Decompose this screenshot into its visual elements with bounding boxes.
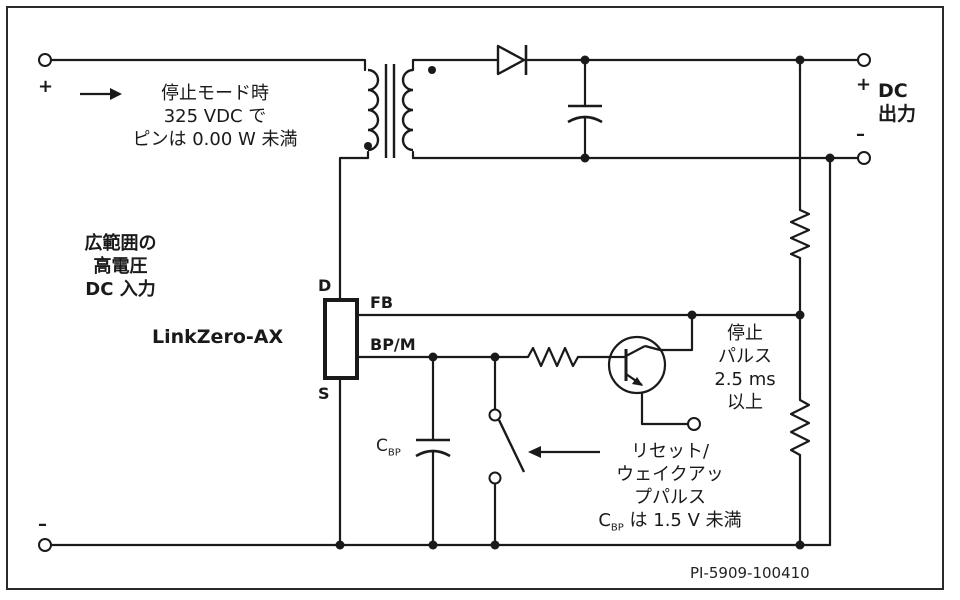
hv-input-line-2: 高電圧 [93,256,148,277]
junction-dot [580,153,590,163]
stop-pulse-label: 停止 パルス 2.5 ms 以上 [700,322,790,414]
pin-d-label: D [318,276,332,295]
reset-pulse-line-2: ウェイクアッ [616,464,724,485]
ic-body [323,298,359,380]
junction-dot [795,310,805,320]
dc-output-label: DC 出力 [878,80,938,126]
reset-pulse-line-1: リセット/ [630,441,710,462]
switch-contact-bottom [488,471,502,485]
junction-dot [795,55,805,65]
standby-label: 停止モード時 325 VDC で ピンは 0.00 W 未満 [120,82,310,151]
stop-pulse-line-4: 以上 [727,392,763,413]
dc-output-line-1: DC [878,80,908,102]
part-number: PI-5909-100410 [690,564,810,582]
terminal-output-plus [857,53,871,67]
dc-output-line-2: 出力 [878,103,917,125]
wire-emitter-terminal [640,383,690,426]
hv-input-line-3: DC 入力 [85,279,156,300]
terminal-input-minus [38,538,52,552]
wire-secondary-bottom [411,150,860,160]
junction-dot [428,352,438,362]
stop-pulse-line-2: パルス [718,346,772,367]
reset-switch-blade [497,419,526,473]
output-plus-sign: + [856,74,872,95]
wire-primary-drain [338,150,370,302]
wire-collector-fb [658,313,694,352]
stop-pulse-line-1: 停止 [727,323,763,344]
junction-dot [687,310,697,320]
wire-secondary-top [411,58,500,72]
input-arrow-icon [80,88,122,100]
cbp-capacitor-symbol [415,438,451,458]
junction-dot [580,55,590,65]
switch-contact-top [488,408,502,422]
wire-top-input [48,58,367,72]
transformer-symbol [367,64,414,158]
cbp-label: CBP [376,436,401,458]
output-capacitor-symbol [567,104,603,124]
standby-line-3: ピンは 0.00 W 未満 [132,129,298,150]
reset-cbp-rest: は 1.5 V 未満 [623,510,742,531]
terminal-input-plus [38,53,52,67]
pin-fb-label: FB [370,293,394,312]
resistor-lower [789,399,811,456]
reset-cbp-sub: BP [610,522,624,534]
transformer-dot-secondary [428,66,436,74]
junction-dot [428,540,438,550]
cbp-sub: BP [387,447,401,459]
junction-dot [795,540,805,550]
junction-dot [490,352,500,362]
reset-pulse-line-3: プパルス [634,487,706,508]
terminal-output-minus [857,151,871,165]
standby-line-1: 停止モード時 [161,83,269,104]
pin-s-label: S [318,384,330,403]
diode-symbol [496,44,528,76]
output-minus-sign: – [856,124,865,145]
hv-input-line-1: 広範囲の [84,233,157,254]
reset-pulse-label: リセット/ ウェイクアッ プパルス CBP は 1.5 V 未満 [555,440,785,540]
terminal-stop-pulse [687,417,701,431]
transformer-dot-primary [364,142,372,150]
reset-cbp-main: C [598,510,611,531]
cbp-main: C [376,436,388,456]
junction-dot [490,540,500,550]
resistor-base [527,346,579,368]
diagram-frame [6,6,944,590]
junction-dot [825,153,835,163]
hv-input-label: 広範囲の 高電圧 DC 入力 [58,232,183,301]
standby-line-2: 325 VDC で [163,106,267,127]
pin-bpm-label: BP/M [370,335,416,354]
resistor-upper [789,208,811,260]
reset-pulse-line-4: CBP は 1.5 V 未満 [555,509,785,540]
transistor-emitter-arrow [632,377,643,386]
input-plus-sign: + [38,76,54,97]
input-minus-sign: – [38,514,47,535]
junction-dot [335,540,345,550]
stop-pulse-line-3: 2.5 ms [714,369,776,390]
reset-arrow-icon [528,446,600,458]
ic-name: LinkZero-AX [152,326,284,348]
